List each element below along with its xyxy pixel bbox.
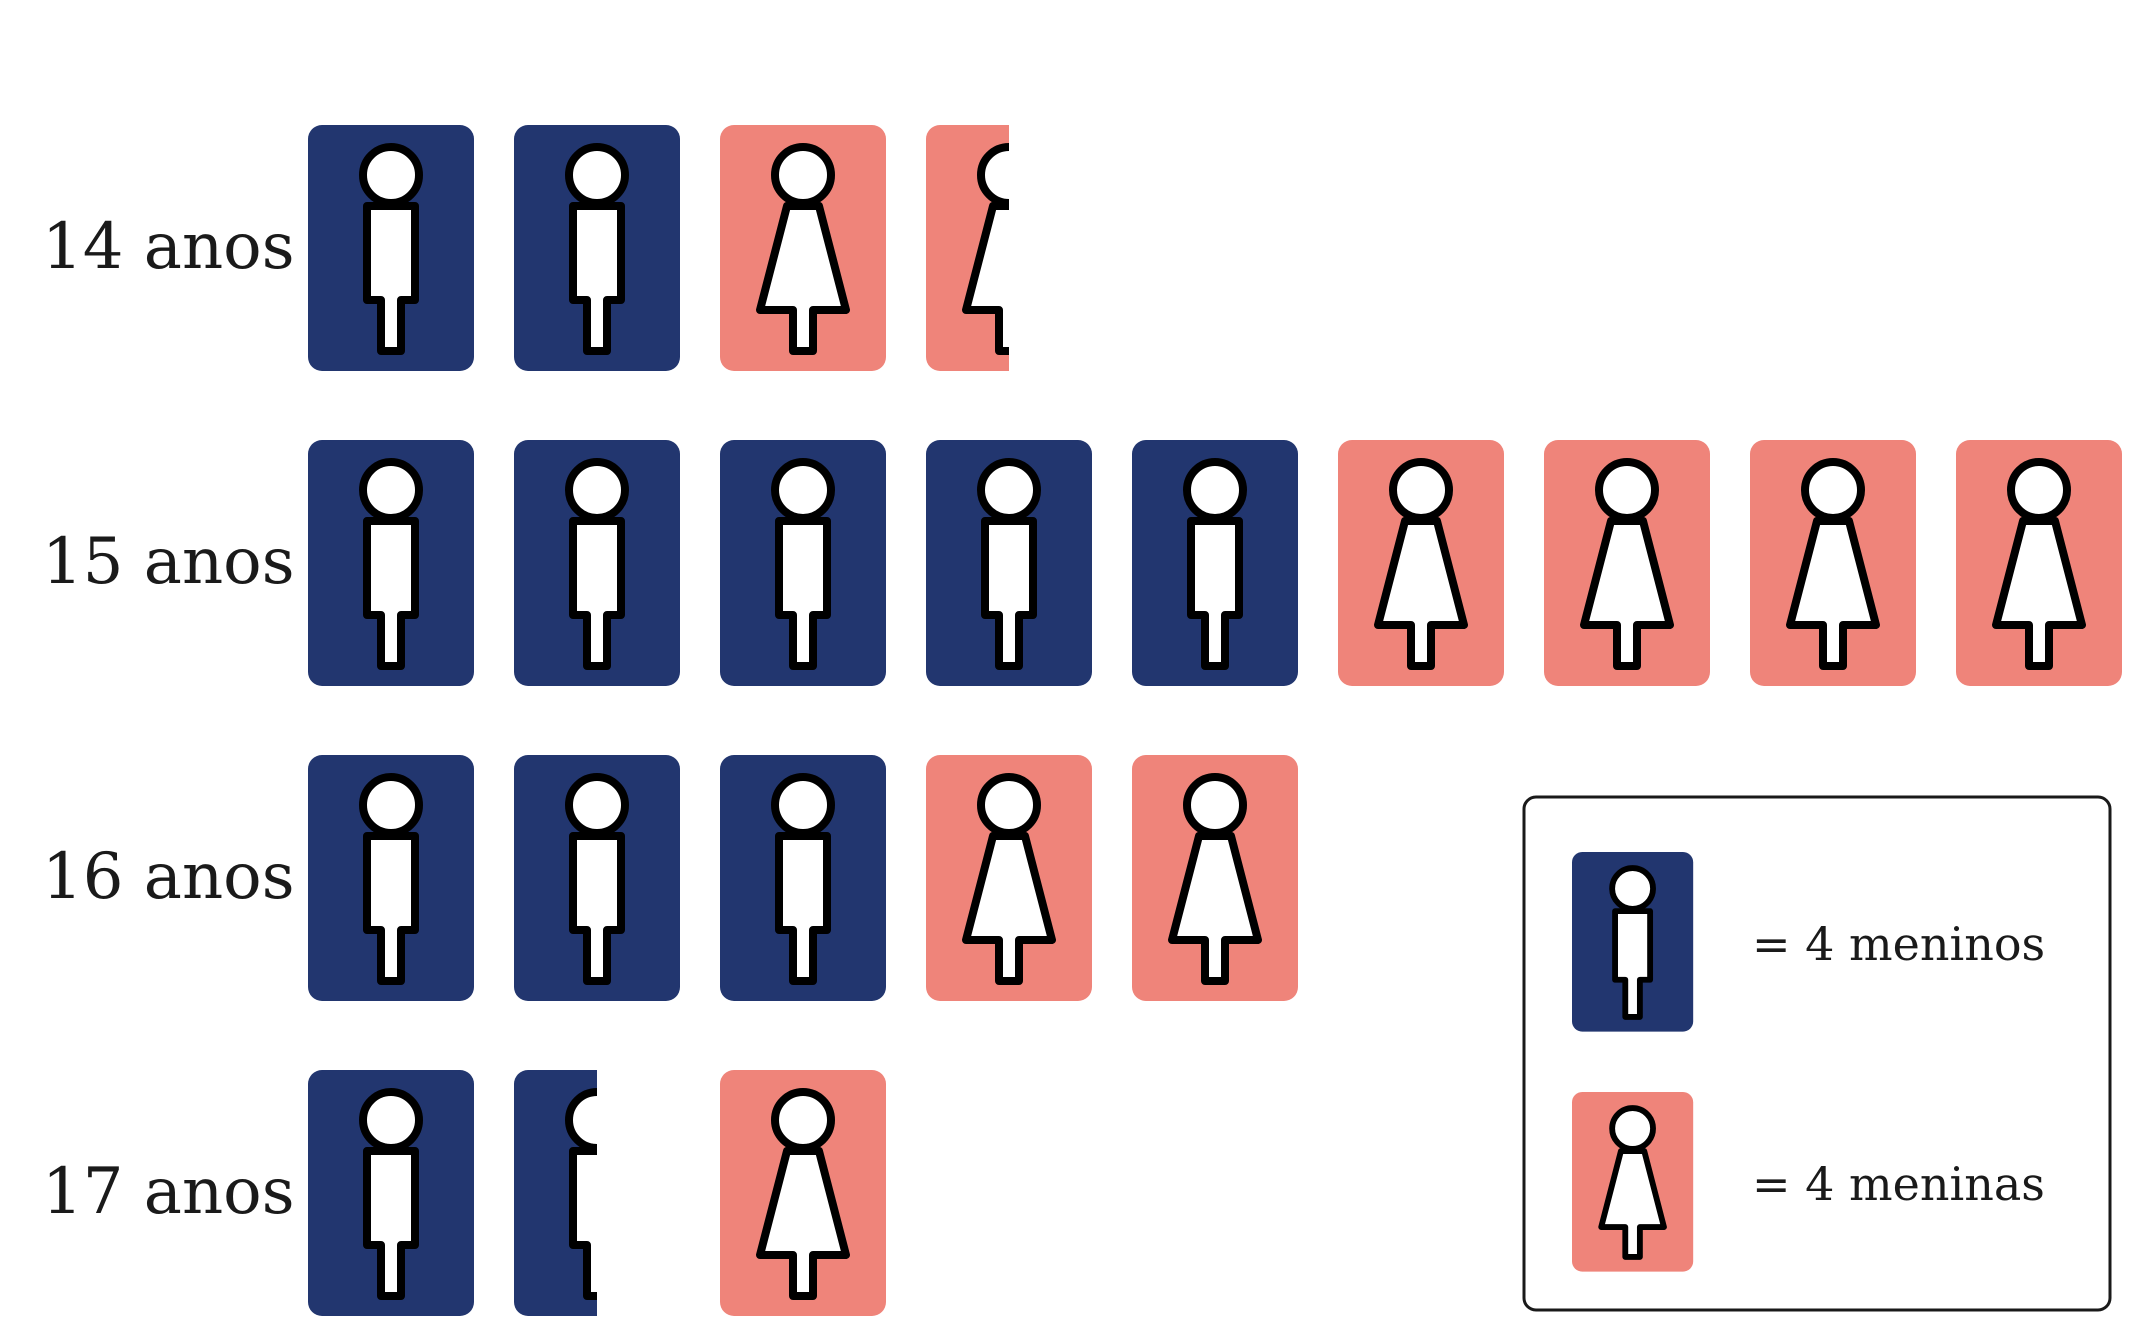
legend-item-girl: = 4 meninas: [1572, 1092, 2045, 1272]
boy-icon: [308, 1070, 474, 1316]
legend-label: = 4 meninas: [1752, 1157, 2045, 1211]
row-16-anos: 16 anos: [42, 755, 1298, 1001]
chart-rows: 14 anos 15 anos 16 anos 17 anos: [42, 125, 2122, 1316]
boy-icon: [1132, 440, 1298, 686]
boy-icon: [514, 755, 680, 1001]
boy-icon: [308, 440, 474, 686]
girl-icon: [1956, 440, 2122, 686]
boy-icon: [926, 440, 1092, 686]
girl-icon: [1750, 440, 1916, 686]
row-15-anos: 15 anos: [42, 440, 2122, 686]
legend-item-boy: = 4 meninos: [1572, 852, 2045, 1032]
girl-icon: [1338, 440, 1504, 686]
boy-icon-half: [514, 1070, 597, 1316]
boy-icon: [720, 755, 886, 1001]
boy-icon: [720, 440, 886, 686]
boy-icon: [514, 125, 680, 371]
girl-icon: [926, 755, 1092, 1001]
girl-icon: [1544, 440, 1710, 686]
row-label: 17 anos: [42, 1155, 295, 1229]
girl-icon: [720, 1070, 886, 1316]
girl-icon: [1132, 755, 1298, 1001]
row-label: 14 anos: [42, 210, 295, 284]
row-label: 16 anos: [42, 840, 295, 914]
legend: = 4 meninos = 4 meninas: [1522, 795, 2112, 1312]
row-label: 15 anos: [42, 525, 295, 599]
girl-icon-half: [926, 125, 1009, 371]
boy-icon: [308, 125, 474, 371]
girl-icon: [720, 125, 886, 371]
girl-icon: [1572, 1092, 1694, 1272]
row-17-anos: 17 anos: [42, 1070, 886, 1316]
boy-icon: [514, 440, 680, 686]
boy-icon: [1572, 852, 1694, 1032]
boy-icon: [308, 755, 474, 1001]
legend-label: = 4 meninos: [1752, 917, 2045, 971]
row-14-anos: 14 anos: [42, 125, 1009, 371]
